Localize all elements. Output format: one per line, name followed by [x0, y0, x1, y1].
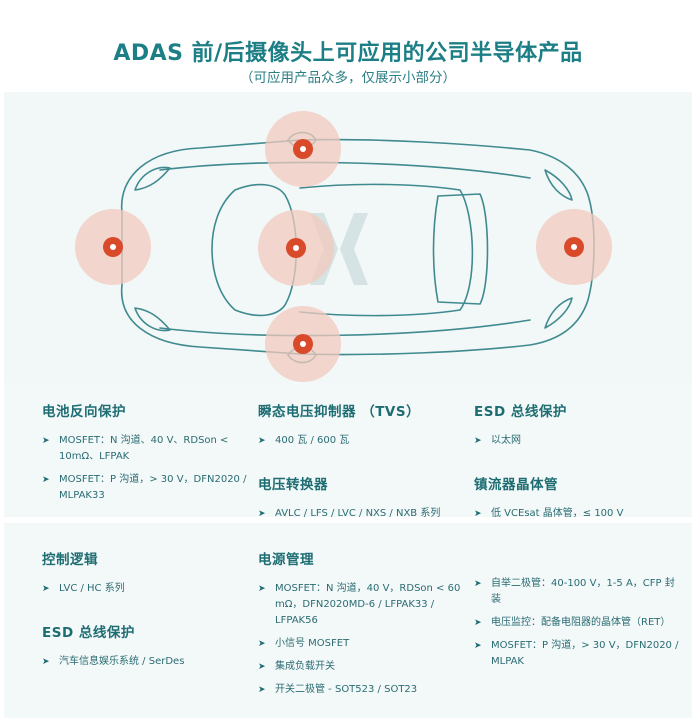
section-tvs: 瞬态电压抑制器 （TVS） ➤400 瓦 / 600 瓦: [258, 400, 468, 456]
section-logic: 控制逻辑 ➤LVC / HC 系列: [42, 548, 252, 604]
list-item: ➤MOSFET：P 沟道，> 30 V，DFN2020 / MLPAK33: [42, 474, 247, 501]
list-item: ➤低 VCEsat 晶体管，≤ 100 V: [474, 506, 684, 522]
section-level-shifter: 电压转换器 ➤AVLC / LFS / LVC / NXS / NXB 系列: [258, 473, 468, 529]
chevron-right-icon: ➤: [258, 584, 266, 594]
car-headlight-left-bottom: [134, 307, 171, 332]
list-item: ➤汽车信息娱乐系统 / SerDes: [42, 654, 252, 670]
list-item: ➤LVC / HC 系列: [42, 581, 252, 597]
chevron-right-icon: ➤: [258, 509, 266, 519]
chevron-right-icon: ➤: [258, 639, 266, 649]
section-title: 瞬态电压抑制器 （TVS）: [258, 404, 421, 420]
section-esd-infotainment: ESD 总线保护 ➤汽车信息娱乐系统 / SerDes: [42, 621, 252, 677]
section-title: 电池反向保护: [42, 404, 126, 420]
list-item: ➤小信号 MOSFET: [258, 636, 468, 652]
section-power: 电源管理 ➤MOSFET：N 沟道，40 V，RDSon < 60 mΩ，DFN…: [258, 548, 468, 705]
list-item: ➤以太网: [474, 433, 684, 449]
chevron-right-icon: ➤: [258, 685, 266, 695]
product-panel: [4, 382, 692, 718]
hotspot-mirror-top: [265, 111, 341, 187]
chevron-right-icon: ➤: [474, 509, 482, 519]
chevron-right-icon: ➤: [474, 641, 482, 651]
car-body-outline: [120, 138, 595, 356]
section-esd-bus: ESD 总线保护 ➤以太网: [474, 400, 684, 456]
section-title: 电压转换器: [258, 477, 328, 493]
car-side-line-top: [159, 161, 531, 179]
list-item: ➤自举二极管：40-100 V，1-5 A，CFP 封装: [474, 578, 675, 605]
car-headlight-left-top: [134, 166, 171, 191]
section-title: ESD 总线保护: [42, 625, 135, 641]
car-rear-window: [432, 193, 489, 305]
car-taillight-bottom: [544, 297, 573, 329]
chevron-right-icon: ➤: [42, 475, 50, 485]
chevron-right-icon: ➤: [42, 436, 50, 446]
chevron-right-icon: ➤: [258, 436, 266, 446]
page-title: ADAS 前/后摄像头上可应用的公司半导体产品: [113, 41, 583, 66]
list-item: ➤电压监控：配备电阻器的晶体管（RET）: [474, 615, 684, 631]
hotspot-center: [258, 210, 334, 286]
car-roof: [299, 183, 474, 317]
list-item: ➤MOSFET：P 沟道，> 30 V，DFN2020 / MLPAK: [474, 640, 679, 667]
chevron-right-icon: ➤: [474, 579, 482, 589]
chevron-right-icon: ➤: [42, 657, 50, 667]
list-item: ➤MOSFET：N 沟道，40 V，RDSon < 60 mΩ，DFN2020M…: [258, 583, 461, 626]
section-title: 镇流器晶体管: [474, 477, 558, 493]
camera-hotspots: [75, 111, 612, 382]
car-taillight-top: [544, 169, 573, 201]
car-windshield: [211, 183, 297, 317]
section-battery: 电池反向保护 ➤MOSFET：N 沟道、40 V、RDSon < 10mΩ、LF…: [42, 400, 252, 511]
section-power-right: ➤自举二极管：40-100 V，1-5 A，CFP 封装 ➤电压监控：配备电阻器…: [474, 576, 684, 677]
hotspot-front: [75, 209, 151, 285]
panel-divider: [0, 517, 696, 523]
section-ballast: 镇流器晶体管 ➤低 VCEsat 晶体管，≤ 100 V: [474, 473, 684, 529]
page-subtitle: （可应用产品众多，仅展示小部分）: [240, 70, 456, 86]
hotspot-rear: [536, 209, 612, 285]
section-title: 电源管理: [258, 552, 314, 568]
chevron-right-icon: ➤: [474, 618, 482, 628]
section-title: 控制逻辑: [42, 552, 98, 568]
chevron-right-icon: ➤: [42, 584, 50, 594]
chevron-right-icon: ➤: [258, 662, 266, 672]
list-item: ➤开关二极管 - SOT523 / SOT23: [258, 682, 468, 698]
car-side-line-bottom: [159, 319, 531, 337]
hotspot-mirror-bottom: [265, 306, 341, 382]
car-outline: [120, 131, 595, 364]
car-diagram: [75, 111, 612, 382]
header: ADAS 前/后摄像头上可应用的公司半导体产品 （可应用产品众多，仅展示小部分）: [0, 0, 696, 92]
list-item: ➤AVLC / LFS / LVC / NXS / NXB 系列: [258, 506, 468, 522]
chevron-right-icon: ➤: [474, 436, 482, 446]
list-item: ➤400 瓦 / 600 瓦: [258, 433, 468, 449]
list-item: ➤MOSFET：N 沟道、40 V、RDSon < 10mΩ、LFPAK: [42, 435, 229, 462]
list-item: ➤集成负载开关: [258, 659, 468, 675]
watermark-chevron-right: [340, 213, 368, 285]
section-title: ESD 总线保护: [474, 404, 567, 420]
